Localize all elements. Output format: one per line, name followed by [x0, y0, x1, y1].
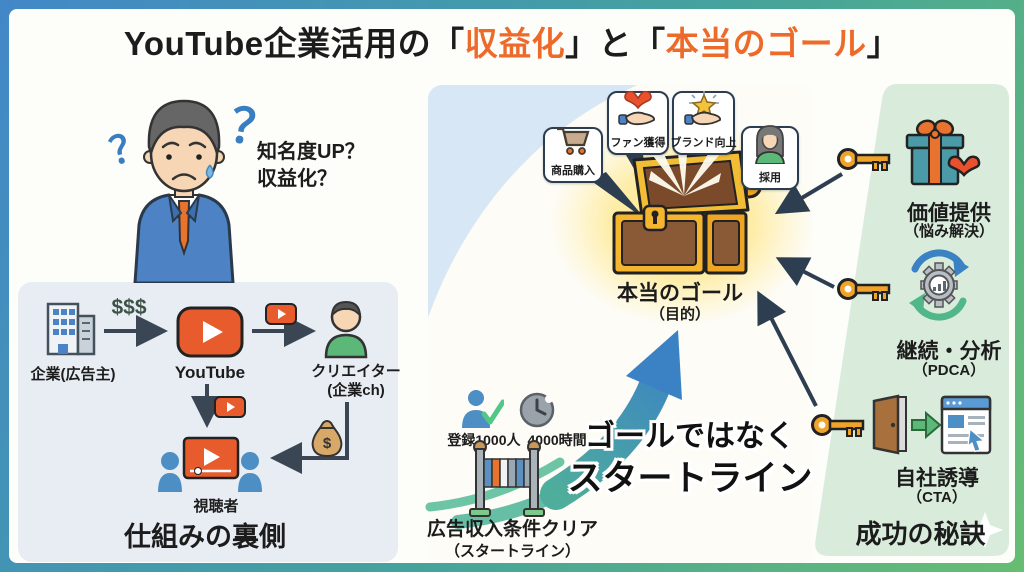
title-highlight-real-goal: 本当のゴール — [665, 25, 867, 62]
viewers-label: 視聴者 — [193, 498, 239, 515]
key-icon — [810, 410, 866, 440]
viewers-icon — [158, 436, 262, 492]
success-item-subtitle: （CTA） — [907, 489, 967, 506]
title-part: 」 — [866, 25, 901, 62]
confused-businessman-icon — [113, 95, 255, 285]
hours-requirement: 4000時間 — [527, 432, 587, 448]
success-item-subtitle: （悩み解決） — [903, 223, 994, 240]
slogan-line2: スタートライン — [567, 459, 813, 498]
callout-fan-acquisition: ファン獲得 — [607, 90, 669, 155]
question-line: 収益化？ — [257, 168, 337, 190]
creator-label-line: クリエイター — [311, 363, 401, 380]
content-area: YouTube企業活用の「収益化」と「本当のゴール」 ？ ？ 知名度UP？ 収益… — [9, 9, 1015, 563]
company-building-icon — [44, 300, 100, 358]
callout-label: 商品購入 — [551, 165, 595, 177]
flow-arrows — [104, 315, 349, 474]
question-line: 知名度UP？ — [257, 141, 365, 163]
creator-label: クリエイター (企業ch) — [286, 363, 426, 401]
recruit-person-icon — [753, 124, 787, 169]
hand-heart-icon — [618, 90, 658, 134]
creator-icon — [320, 299, 372, 359]
callout-recruiting: 採用 — [741, 124, 799, 190]
key-icon — [836, 144, 892, 174]
money-bag-icon: $ — [310, 419, 344, 458]
callout-brand-improvement: ブランド向上 — [670, 91, 737, 155]
subscriber-requirement: 登録1000人 — [447, 432, 521, 448]
watch-hours-clock-icon — [518, 391, 556, 429]
video-icon — [214, 396, 246, 418]
key-arrows — [757, 172, 844, 407]
video-icon — [265, 303, 297, 325]
pdca-cycle-icon — [903, 243, 975, 327]
success-item-title: 価値提供 — [907, 202, 991, 225]
treasure-chest-icon — [612, 140, 763, 275]
monetization-requirement-sublabel: （スタートライン） — [444, 543, 580, 560]
monetization-requirement-label: 広告収入条件クリア — [426, 519, 598, 540]
success-item-title: 継続・分析 — [896, 340, 1002, 363]
youtube-label: YouTube — [174, 363, 246, 382]
title-highlight-monetization: 収益化 — [464, 25, 566, 62]
gift-heart-icon — [903, 117, 981, 193]
key-icon — [836, 274, 892, 304]
ad-money-label: $$$ — [111, 296, 147, 319]
money-symbol: $ — [323, 435, 332, 452]
flow-panel-title: 仕組みの裏側 — [124, 522, 286, 552]
goal-label: 本当のゴール — [617, 282, 743, 305]
title-part: YouTube企業活用の「 — [123, 25, 465, 62]
slogan-line1: ゴールではなく — [585, 420, 795, 453]
requirements-stats: 登録1000人 4000時間 — [437, 430, 597, 450]
callout-label: 採用 — [759, 172, 781, 184]
subscriber-check-icon — [460, 388, 506, 430]
goal-sublabel: （目的） — [649, 306, 710, 323]
confusion-questions: 知名度UP？ 収益化？ — [257, 139, 365, 193]
company-label: 企業(広告主) — [30, 366, 116, 383]
callout-label: ファン獲得 — [610, 137, 666, 149]
door-to-website-icon — [866, 393, 992, 457]
start-gate-icon — [466, 437, 548, 517]
sparkle-icon — [967, 512, 1003, 548]
success-item-title: 自社誘導 — [895, 467, 979, 490]
shopping-cart-icon — [555, 125, 591, 162]
page-title: YouTube企業活用の「収益化」と「本当のゴール」 — [0, 17, 1024, 65]
hand-star-icon — [683, 91, 724, 134]
callout-label: ブランド向上 — [670, 137, 737, 149]
creator-label-line: (企業ch) — [327, 381, 385, 399]
youtube-logo-icon — [176, 306, 244, 358]
success-item-subtitle: （PDCA） — [912, 362, 986, 379]
title-part: 」と「 — [565, 25, 666, 62]
callout-product-purchase: 商品購入 — [543, 127, 603, 183]
success-panel-title: 成功の秘訣 — [855, 519, 986, 549]
